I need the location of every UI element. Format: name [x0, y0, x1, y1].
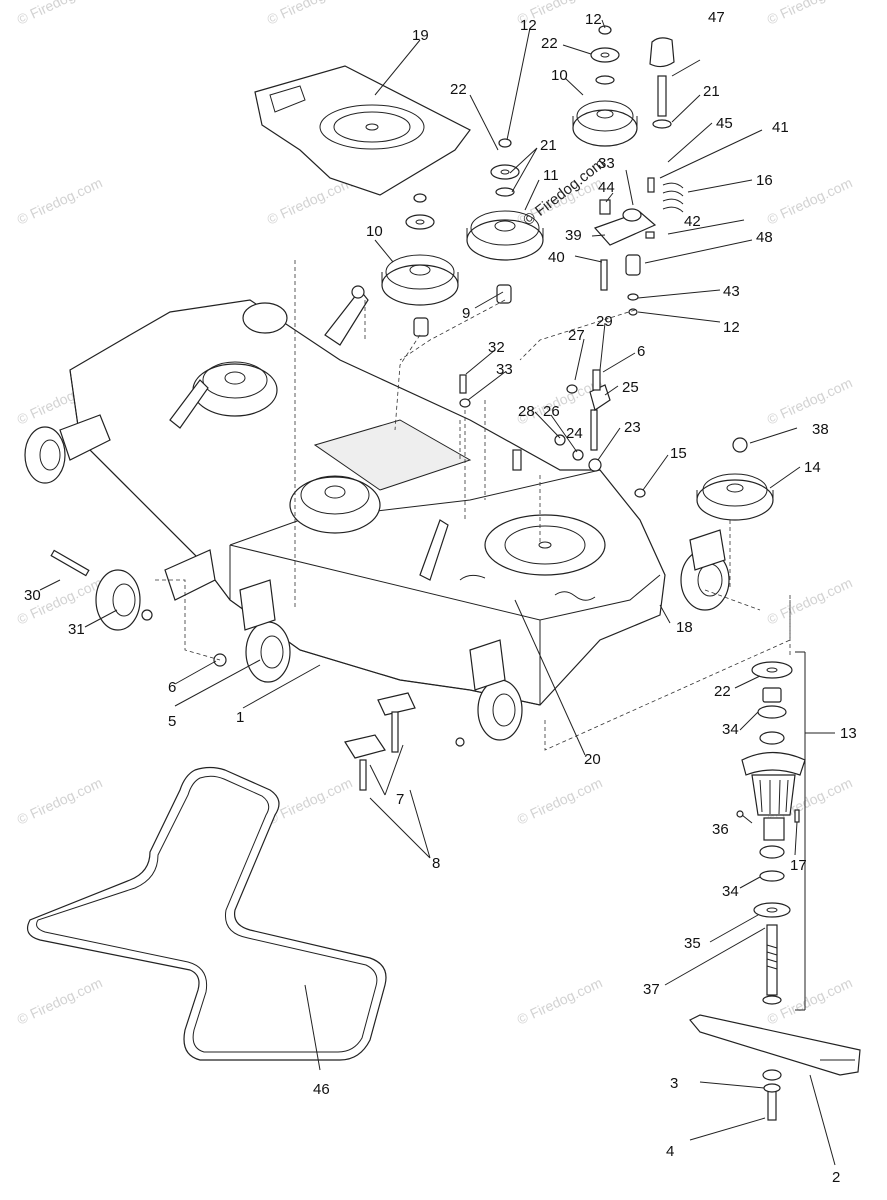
callout-47: 47 [708, 9, 725, 26]
watermark-text: © Firedog.com [15, 174, 105, 227]
callout-12-c: 12 [585, 11, 602, 28]
callout-41: 41 [772, 119, 789, 136]
callout-22-a: 22 [450, 81, 467, 98]
callout-37: 37 [643, 981, 660, 998]
callout-30: 30 [24, 587, 41, 604]
callout-39: 39 [565, 227, 582, 244]
callout-40: 40 [548, 249, 565, 266]
callout-10-a: 10 [366, 223, 383, 240]
callout-36: 36 [712, 821, 729, 838]
callout-4: 4 [666, 1143, 674, 1160]
callout-2: 2 [832, 1169, 840, 1186]
callout-9: 9 [462, 305, 470, 322]
callout-10-b: 10 [551, 67, 568, 84]
callout-26: 26 [543, 403, 560, 420]
watermark-text: © Firedog.com [265, 0, 355, 28]
callout-7: 7 [396, 791, 404, 808]
callout-21-b: 21 [703, 83, 720, 100]
callout-33-b: 33 [598, 155, 615, 172]
watermark-text: © Firedog.com [15, 974, 105, 1027]
callout-46: 46 [313, 1081, 330, 1098]
callout-16: 16 [756, 172, 773, 189]
callout-21-a: 21 [540, 137, 557, 154]
callout-34-a: 34 [722, 721, 739, 738]
callout-18: 18 [676, 619, 693, 636]
callout-17: 17 [790, 857, 807, 874]
callout-27: 27 [568, 327, 585, 344]
part-mower-deck [24, 285, 730, 741]
callout-48: 48 [756, 229, 773, 246]
callout-3: 3 [670, 1075, 678, 1092]
watermark-text: © Firedog.com [515, 774, 605, 827]
watermark-text: © Firedog.com [765, 0, 855, 28]
part-spindle-pulley [696, 437, 774, 521]
callout-29: 29 [596, 313, 613, 330]
callout-19: 19 [412, 27, 429, 44]
part-blade [689, 1014, 861, 1121]
watermark-text: © Firedog.com [15, 0, 105, 28]
part-caster-wheel [50, 549, 227, 667]
watermark-text: © Firedog.com [765, 574, 855, 627]
callout-13: 13 [840, 725, 857, 742]
callout-20: 20 [584, 751, 601, 768]
callout-45: 45 [716, 115, 733, 132]
part-belt-cover [254, 65, 471, 196]
callout-44: 44 [598, 179, 615, 196]
watermark-text: © Firedog.com [765, 374, 855, 427]
callout-23: 23 [624, 419, 641, 436]
callout-43: 43 [723, 283, 740, 300]
callout-11: 11 [543, 167, 559, 184]
callout-28: 28 [518, 403, 535, 420]
callout-6-a: 6 [168, 679, 176, 696]
callout-22-c: 22 [714, 683, 731, 700]
part-idler-pulleys [381, 25, 638, 337]
callout-34-b: 34 [722, 883, 739, 900]
callout-5: 5 [168, 713, 176, 730]
callout-12-a: 12 [520, 17, 537, 34]
callout-1: 1 [236, 709, 244, 726]
callout-33-a: 33 [496, 361, 513, 378]
callout-labels: 1 2 3 4 5 6 6 7 8 9 10 10 11 12 12 12 13… [24, 9, 857, 1186]
reference-lines [155, 260, 791, 751]
callout-15: 15 [670, 445, 687, 462]
callout-8: 8 [432, 855, 440, 872]
part-baffles [344, 692, 465, 791]
callout-25: 25 [622, 379, 639, 396]
leader-lines [39, 19, 836, 1166]
callout-38: 38 [812, 421, 829, 438]
callout-32: 32 [488, 339, 505, 356]
watermark-text: © Firedog.com [515, 974, 605, 1027]
callout-12-b: 12 [723, 319, 740, 336]
callout-35: 35 [684, 935, 701, 952]
callout-42: 42 [684, 213, 701, 230]
callout-6-b: 6 [637, 343, 645, 360]
callout-14: 14 [804, 459, 821, 476]
callout-22-b: 22 [541, 35, 558, 52]
callout-24: 24 [566, 425, 583, 442]
part-idler-arm [459, 37, 684, 498]
callout-31: 31 [68, 621, 85, 638]
part-spindle-assembly [736, 651, 835, 1011]
watermark-text: © Firedog.com [15, 774, 105, 827]
watermark-text: © Firedog.com [765, 174, 855, 227]
part-belt [27, 766, 387, 1061]
